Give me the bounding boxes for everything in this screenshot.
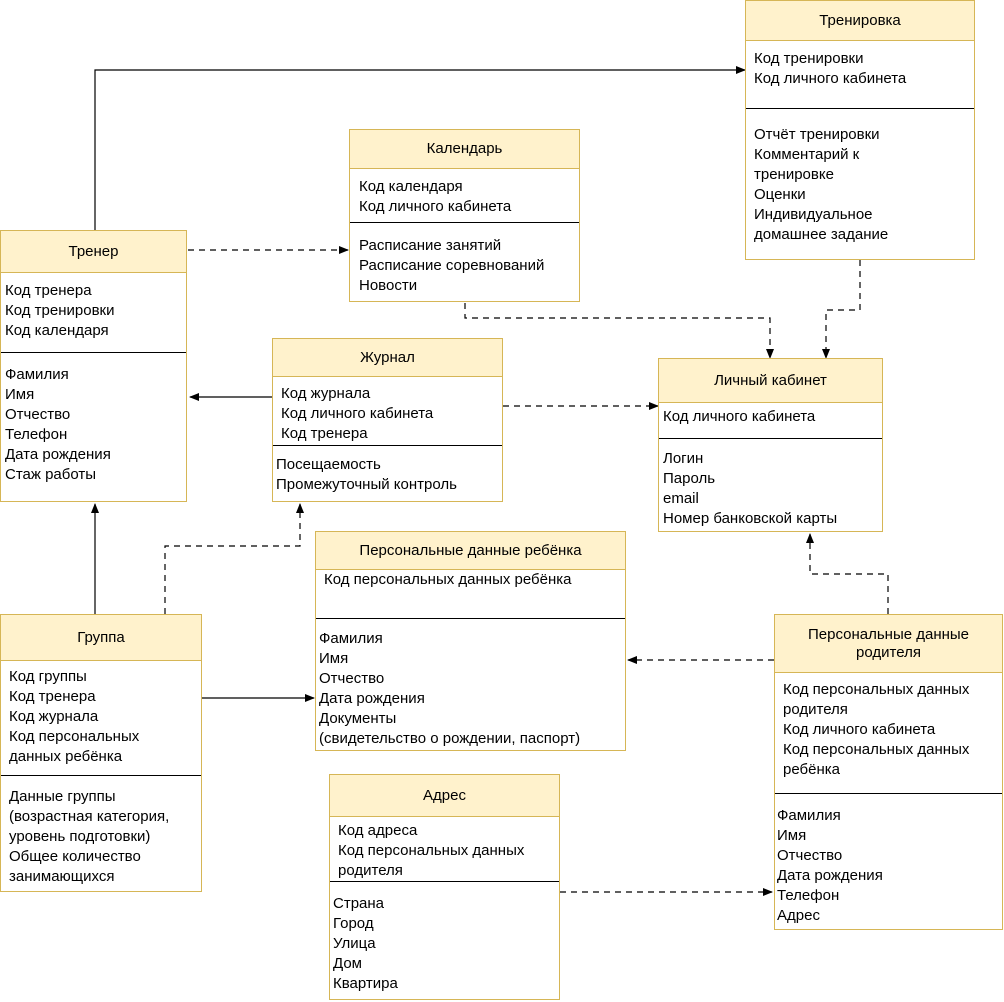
entity-keys: Код группы Код тренера Код журнала Код п… bbox=[9, 668, 140, 765]
entity-title: Личный кабинет bbox=[659, 359, 882, 403]
edge-group-journal bbox=[164, 503, 304, 614]
entity-child-data[interactable]: Персональные данные ребёнка Код персонал… bbox=[315, 531, 626, 751]
edge-trainer-training bbox=[94, 66, 746, 230]
entity-keys: Код личного кабинета bbox=[663, 408, 816, 425]
edge-training-account bbox=[822, 260, 861, 359]
entity-keys: Код персональных данных ребёнка bbox=[324, 571, 572, 588]
entity-divider bbox=[350, 222, 579, 223]
entity-title: Журнал bbox=[273, 339, 502, 377]
entity-parent-data[interactable]: Персональные данные родителя Код персона… bbox=[774, 614, 1003, 930]
entity-attributes: Страна Город Улица Дом Квартира bbox=[333, 895, 398, 992]
entity-account[interactable]: Личный кабинет Код личного кабинета Логи… bbox=[658, 358, 883, 532]
entity-calendar[interactable]: Календарь Код календаря Код личного каби… bbox=[349, 129, 580, 302]
entity-title: Тренер bbox=[1, 231, 186, 273]
entity-divider bbox=[330, 881, 559, 882]
entity-title: Персональные данные ребёнка bbox=[316, 532, 625, 570]
edge-calendar-account bbox=[464, 303, 774, 359]
entity-divider bbox=[1, 775, 201, 776]
entity-keys: Код адреса Код персональных данных родит… bbox=[338, 822, 525, 879]
entity-title: Тренировка bbox=[746, 1, 974, 41]
entity-attributes: Фамилия Имя Отчество Телефон Дата рожден… bbox=[5, 366, 111, 483]
entity-title: Календарь bbox=[350, 130, 579, 169]
entity-divider bbox=[775, 793, 1002, 794]
entity-trainer[interactable]: Тренер Код тренера Код тренировки Код ка… bbox=[0, 230, 187, 502]
entity-journal[interactable]: Журнал Код журнала Код личного кабинета … bbox=[272, 338, 503, 502]
entity-title: Группа bbox=[1, 615, 201, 661]
entity-divider bbox=[316, 618, 625, 619]
entity-divider bbox=[746, 108, 974, 109]
entity-keys: Код персональных данных родителя Код лич… bbox=[783, 681, 970, 778]
entity-attributes: Расписание занятий Расписание соревнован… bbox=[359, 237, 545, 294]
entity-title: Адрес bbox=[330, 775, 559, 817]
entity-keys: Код календаря Код личного кабинета bbox=[359, 178, 512, 215]
entity-keys: Код тренировки Код личного кабинета bbox=[754, 50, 907, 87]
entity-attributes: Фамилия Имя Отчество Дата рождения Телеф… bbox=[777, 807, 883, 924]
entity-divider bbox=[273, 445, 502, 446]
entity-group[interactable]: Группа Код группы Код тренера Код журнал… bbox=[0, 614, 202, 892]
entity-keys: Код тренера Код тренировки Код календаря bbox=[5, 282, 115, 339]
edge-parent-account bbox=[806, 533, 889, 614]
entity-attributes: Отчёт тренировки Комментарий к тренировк… bbox=[754, 126, 889, 243]
entity-attributes: Логин Пароль email Номер банковской карт… bbox=[663, 450, 838, 527]
entity-attributes: Фамилия Имя Отчество Дата рождения Докум… bbox=[319, 630, 581, 747]
entity-training[interactable]: Тренировка Код тренировки Код личного ка… bbox=[745, 0, 975, 260]
entity-attributes: Посещаемость Промежуточный контроль bbox=[276, 456, 457, 493]
entity-divider bbox=[1, 352, 186, 353]
entity-divider bbox=[659, 438, 882, 439]
entity-attributes: Данные группы (возрастная категория, уро… bbox=[9, 788, 170, 885]
entity-keys: Код журнала Код личного кабинета Код тре… bbox=[281, 385, 434, 442]
entity-title: Персональные данные родителя bbox=[775, 615, 1002, 673]
entity-address[interactable]: Адрес Код адреса Код персональных данных… bbox=[329, 774, 560, 1000]
